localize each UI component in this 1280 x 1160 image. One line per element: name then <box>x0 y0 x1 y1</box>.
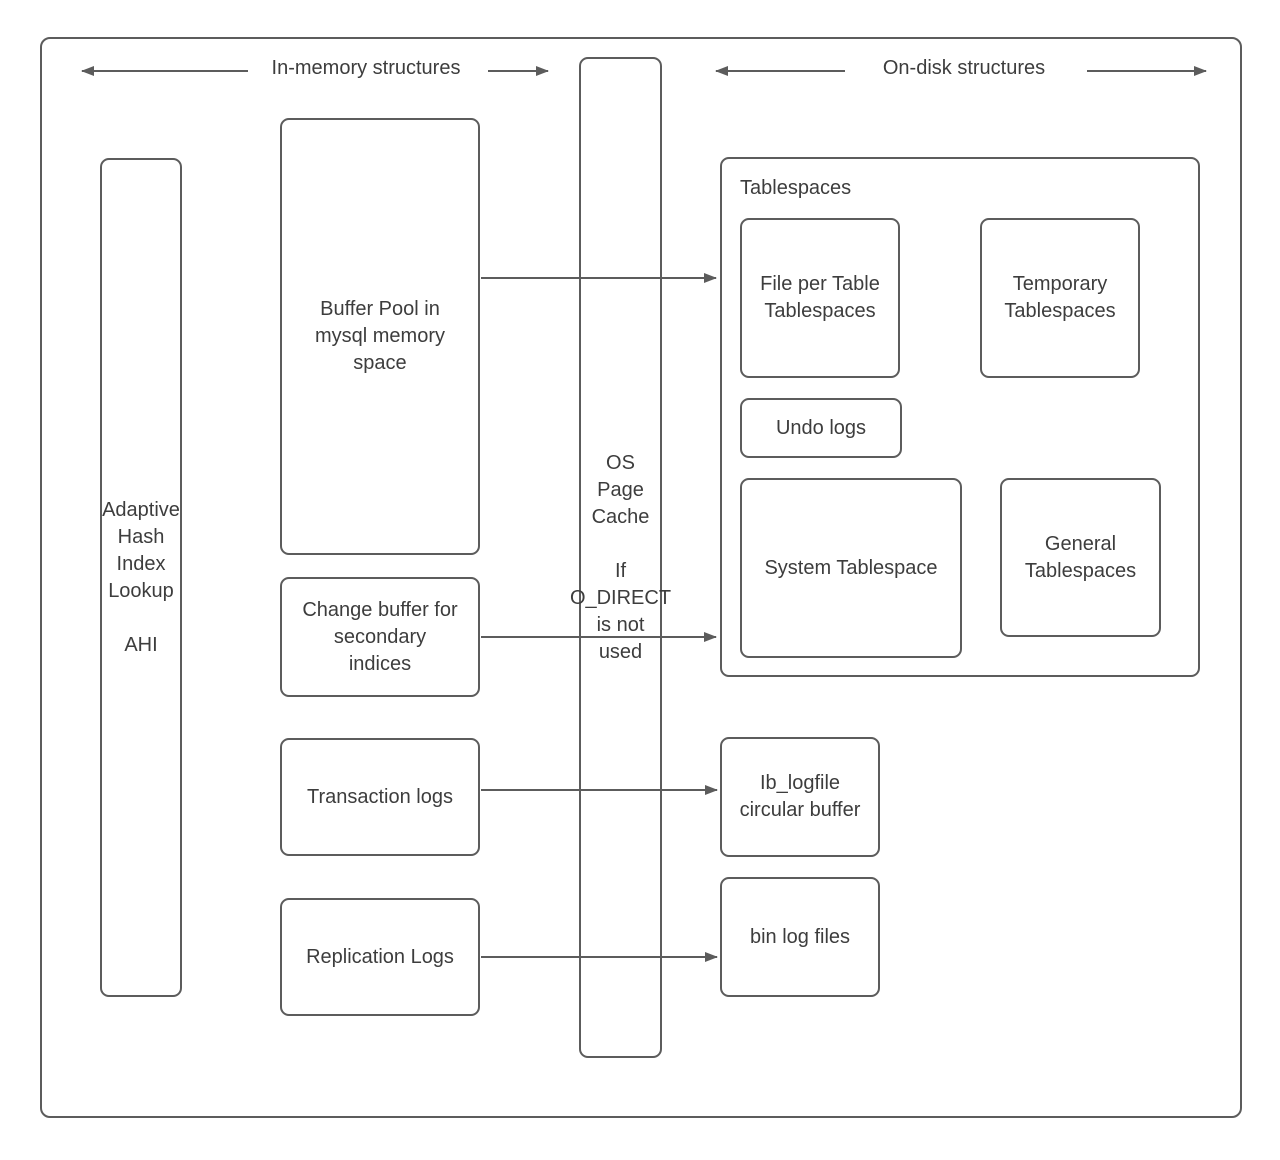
box-replication-logs: Replication Logs <box>280 898 480 1016</box>
box-ib-logfile-label: Ib_logfile circular buffer <box>739 772 861 821</box>
box-undo-logs-label: Undo logs <box>775 416 867 439</box>
box-general-tablespaces-label: General Tablespaces <box>1024 532 1137 582</box>
box-adaptive-hash-index-label: Adaptive Hash Index Lookup AHI <box>102 498 180 656</box>
box-temporary-tablespaces: Temporary Tablespaces <box>980 218 1140 378</box>
box-file-per-table-tablespaces: File per Table Tablespaces <box>740 218 900 378</box>
box-buffer-pool-label: Buffer Pool in mysql memory space <box>314 298 445 374</box>
box-system-tablespace: System Tablespace <box>740 478 962 658</box>
box-buffer-pool: Buffer Pool in mysql memory space <box>280 118 480 555</box>
box-adaptive-hash-index: Adaptive Hash Index Lookup AHI <box>100 158 182 997</box>
box-bin-log-files-label: bin log files <box>749 925 851 948</box>
box-transaction-logs: Transaction logs <box>280 738 480 856</box>
in-memory-section-label: In-memory structures <box>271 57 461 79</box>
group-tablespaces-label: Tablespaces <box>740 177 852 199</box>
box-ib-logfile: Ib_logfile circular buffer <box>720 737 880 857</box>
box-os-page-cache: OS Page Cache If O_DIRECT is not used <box>570 57 671 1058</box>
on-disk-section-label: On-disk structures <box>882 57 1046 79</box>
box-file-per-table-tablespaces-label: File per Table Tablespaces <box>760 273 880 322</box>
box-change-buffer-label: Change buffer for secondary indices <box>302 598 458 675</box>
box-replication-logs-label: Replication Logs <box>306 945 454 968</box>
box-os-page-cache-label: OS Page Cache If O_DIRECT is not used <box>569 451 672 663</box>
box-temporary-tablespaces-label: Temporary Tablespaces <box>1004 273 1116 322</box>
box-transaction-logs-label: Transaction logs <box>307 785 453 808</box>
box-change-buffer: Change buffer for secondary indices <box>280 577 480 697</box>
box-undo-logs: Undo logs <box>740 398 902 458</box>
box-general-tablespaces: General Tablespaces <box>1000 478 1161 637</box>
box-bin-log-files: bin log files <box>720 877 880 997</box>
box-system-tablespace-label: System Tablespace <box>764 556 938 579</box>
